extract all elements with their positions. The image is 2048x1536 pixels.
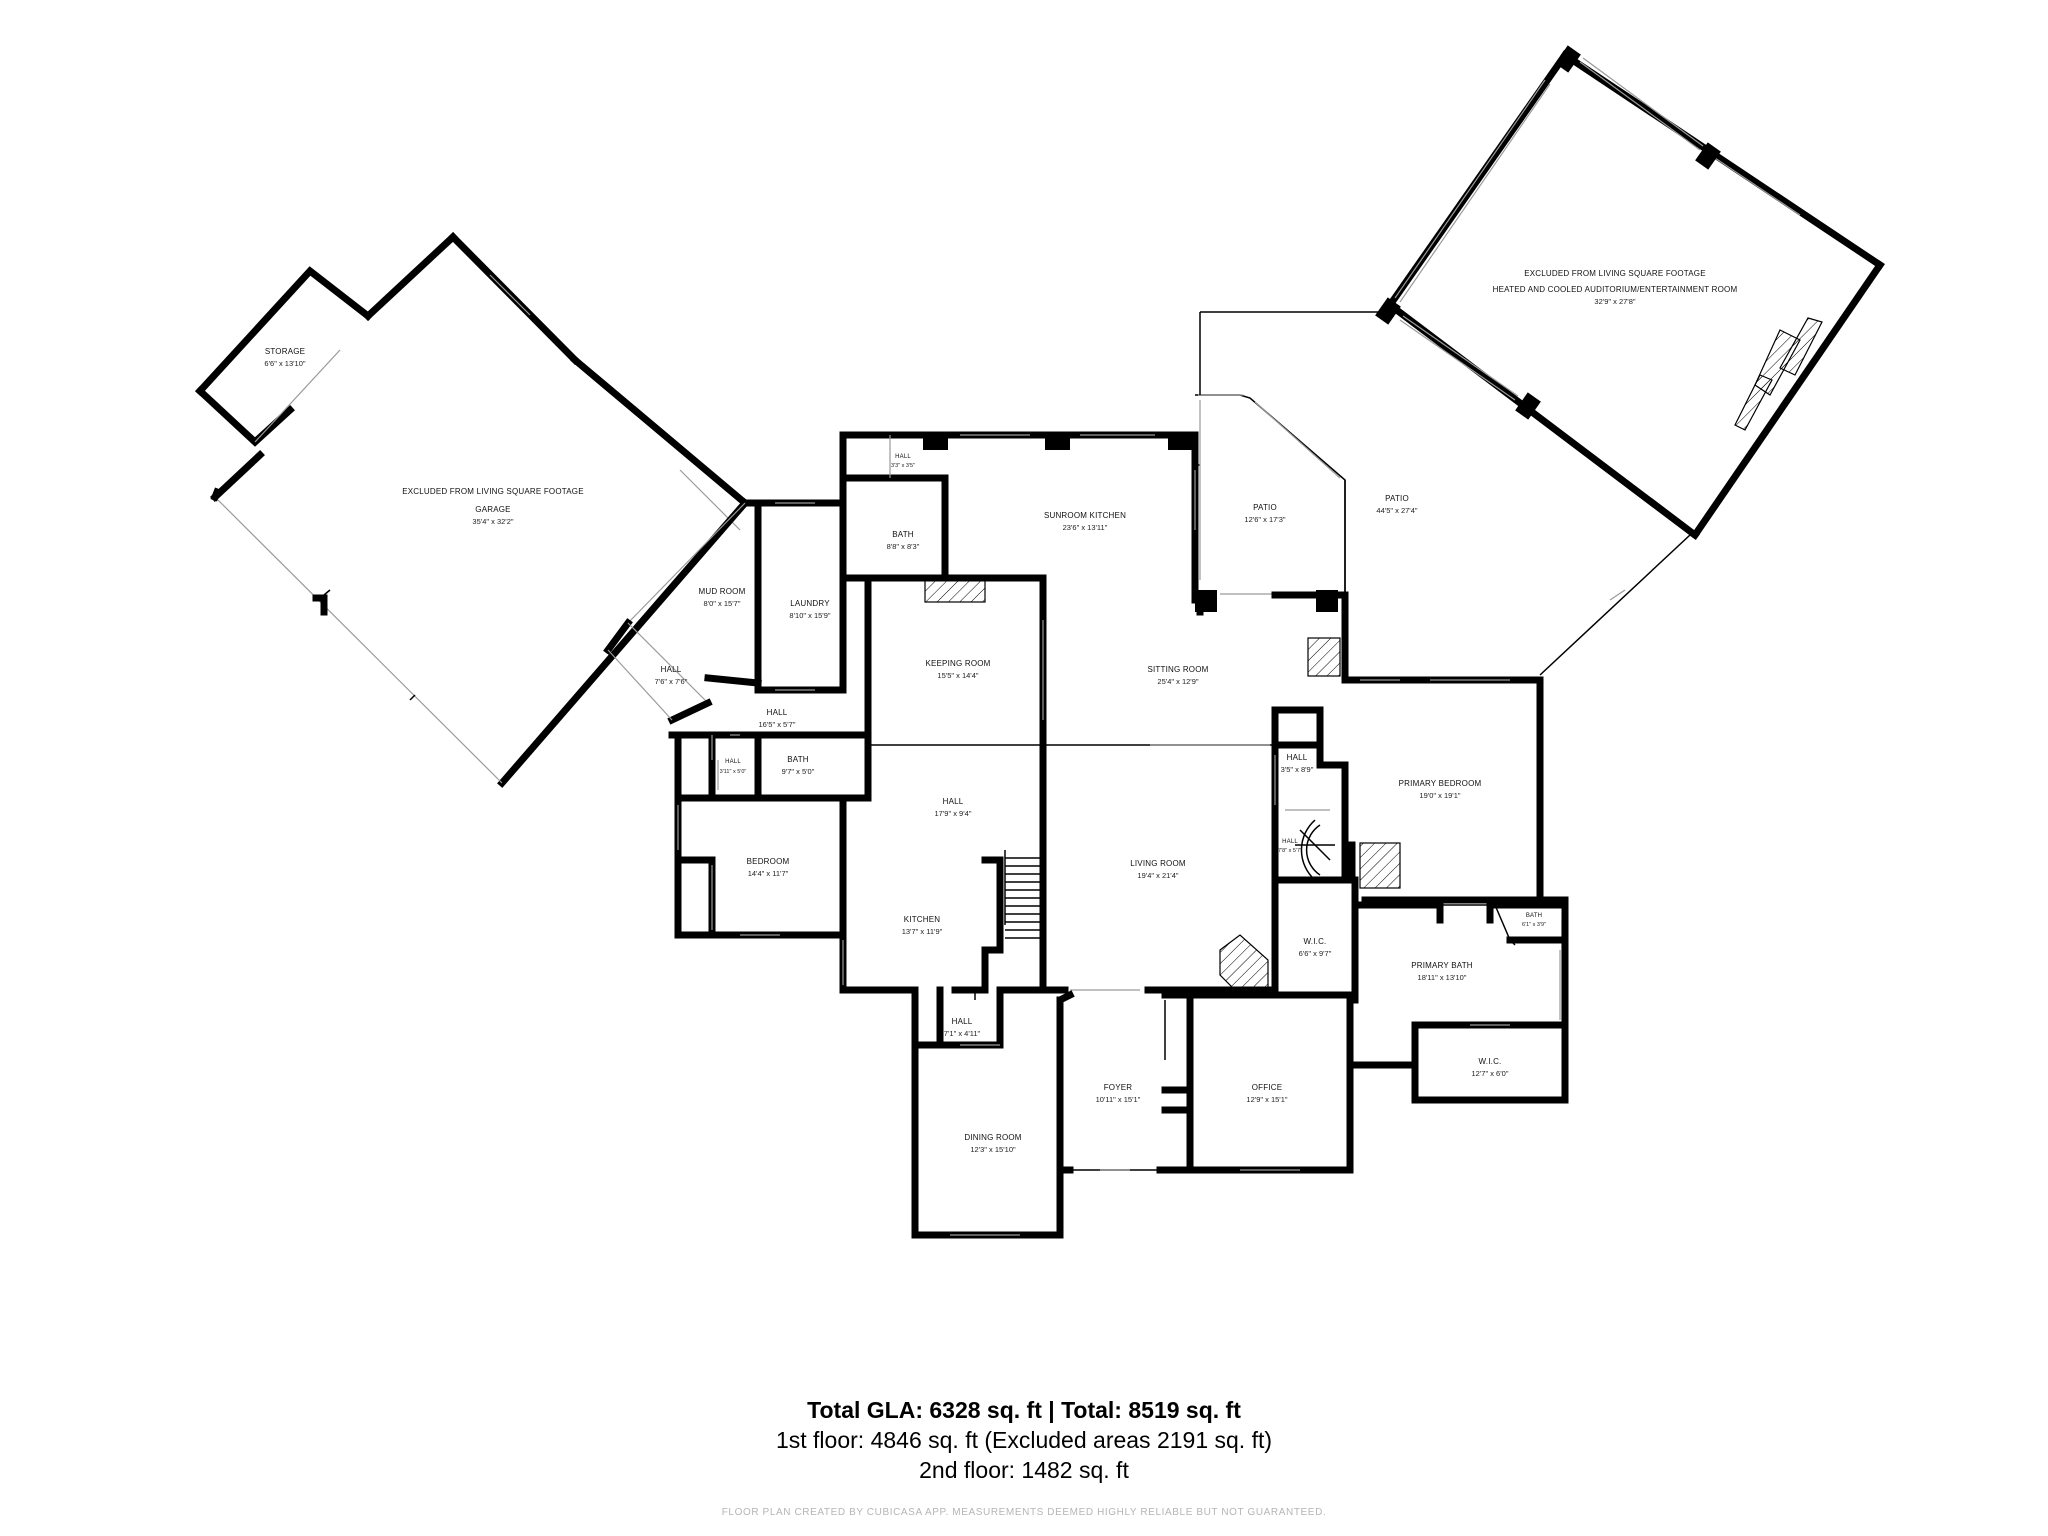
wic-1-walls [1219, 876, 1359, 999]
patio-small-dim: 12'6" x 17'3" [1244, 515, 1285, 524]
hall-small-dim: 3'11" x 5'0" [720, 769, 747, 775]
bath-small-dim: 6'1" x 3'9" [1522, 922, 1546, 928]
primary-bath-label: PRIMARY BATH [1411, 961, 1473, 970]
wic-1-dim: 6'6" x 9'7" [1299, 949, 1332, 958]
wic-1-label: W.I.C. [1304, 937, 1327, 946]
bath-top-dim: 8'8" x 8'3" [887, 542, 920, 551]
sunroom-kitchen-label: SUNROOM KITCHEN [1044, 511, 1126, 520]
bath-top-label: BATH [892, 530, 914, 539]
auditorium-note: EXCLUDED FROM LIVING SQUARE FOOTAGE [1524, 269, 1706, 278]
storage-dim: 6'6" x 13'10" [264, 359, 305, 368]
hall-top-dim: 3'3" x 3'5" [891, 463, 915, 469]
primary-bedroom-dim: 19'0" x 19'1" [1419, 791, 1460, 800]
bath-small-label: BATH [1526, 913, 1542, 919]
laundry-dim: 8'10" x 15'9" [789, 611, 830, 620]
primary-bedroom-label: PRIMARY BEDROOM [1399, 779, 1482, 788]
mud-room-walls [603, 499, 762, 725]
stairs [1004, 850, 1046, 939]
wic-2-label: W.I.C. [1479, 1057, 1502, 1066]
laundry-label: LAUNDRY [790, 599, 830, 608]
hall-right-label: HALL [1287, 753, 1308, 762]
area-summary: Total GLA: 6328 sq. ft | Total: 8519 sq.… [0, 1395, 2048, 1485]
patio-large-dim: 44'5" x 27'4" [1376, 506, 1417, 515]
auditorium-walls [1375, 45, 1885, 540]
small-patio [1195, 394, 1349, 682]
patio-large-label: PATIO [1385, 494, 1409, 503]
dining-room-label: DINING ROOM [964, 1133, 1021, 1142]
garage-note: EXCLUDED FROM LIVING SQUARE FOOTAGE [402, 487, 584, 496]
garage-label: GARAGE [475, 505, 510, 514]
hall-lower-label: HALL [952, 1017, 973, 1026]
hall-right-walls [1271, 706, 1349, 884]
sitting-room-label: SITTING ROOM [1147, 665, 1208, 674]
credit-note: FLOOR PLAN CREATED BY CUBICASA APP. MEAS… [721, 1507, 1327, 1518]
hall-stair-label: HALL [1282, 839, 1298, 845]
garage-dim: 35'4" x 32'2" [472, 517, 513, 526]
laundry-walls [754, 499, 847, 694]
dining-walls [911, 986, 1075, 1239]
bath-mid-label: BATH [787, 755, 809, 764]
mud-room-label: MUD ROOM [699, 587, 746, 596]
office-label: OFFICE [1252, 1083, 1283, 1092]
primary-bedroom-walls [1341, 674, 1569, 1104]
dining-room-dim: 12'3" x 15'10" [970, 1145, 1016, 1154]
hall-diag-label: HALL [661, 665, 682, 674]
auditorium-dim: 32'9" x 27'8" [1594, 297, 1635, 306]
foyer-dim: 10'11" x 15'1" [1096, 1095, 1141, 1104]
wic-2-dim: 12'7" x 6'0" [1472, 1069, 1509, 1078]
kitchen-label: KITCHEN [904, 915, 941, 924]
hall-mid-dim: 16'5" x 5'7" [759, 720, 796, 729]
hall-small-label: HALL [725, 759, 741, 765]
top-bath-walls [839, 431, 1199, 582]
foyer-label: FOYER [1104, 1083, 1133, 1092]
large-patio [1199, 311, 1691, 676]
living-room-label: LIVING ROOM [1130, 859, 1186, 868]
first-floor-area: 1st floor: 4846 sq. ft (Excluded areas 2… [775, 1427, 1273, 1453]
bedroom-walls [674, 794, 847, 939]
hall-center-label: HALL [943, 797, 964, 806]
living-room-dim: 19'4" x 21'4" [1137, 871, 1178, 880]
kitchen-dim: 13'7" x 11'9" [902, 927, 943, 936]
hall-mid-label: HALL [767, 708, 788, 717]
bedroom-label: BEDROOM [747, 857, 790, 866]
patio-small-label: PATIO [1253, 503, 1277, 512]
keeping-room-dim: 15'5" x 14'4" [937, 671, 978, 680]
hall-mid-walls [668, 731, 872, 802]
hall-right-dim: 3'5" x 8'9" [1281, 765, 1314, 774]
room-labels: EXCLUDED FROM LIVING SQUARE FOOTAGE GARA… [264, 269, 1737, 1154]
hall-top-label: HALL [895, 454, 911, 460]
office-walls [1186, 986, 1354, 1174]
garage-walls [210, 232, 750, 788]
auditorium-label: HEATED AND COOLED AUDITORIUM/ENTERTAINME… [1493, 285, 1738, 294]
bedroom-dim: 14'4" x 11'7" [748, 869, 789, 878]
primary-bath-walls [1346, 901, 1569, 1104]
hall-lower-dim: 7'1" x 4'11" [944, 1029, 981, 1038]
second-floor-area: 2nd floor: 1482 sq. ft [919, 1457, 1129, 1483]
hall-stair-dim: 7'8" x 5'7" [1278, 848, 1302, 854]
kitchen-walls [839, 741, 1047, 1004]
sitting-room-dim: 25'4" x 12'9" [1157, 677, 1198, 686]
storage-walls [195, 266, 373, 447]
keeping-room-label: KEEPING ROOM [925, 659, 990, 668]
hall-diag-dim: 7'6" x 7'6" [655, 677, 688, 686]
office-dim: 12'9" x 15'1" [1246, 1095, 1287, 1104]
sunroom-kitchen-dim: 23'6" x 13'11" [1063, 523, 1108, 532]
primary-bath-dim: 18'11" x 13'10" [1418, 973, 1467, 982]
storage-label: STORAGE [265, 347, 305, 356]
bath-mid-dim: 9'7" x 5'0" [782, 767, 815, 776]
hall-center-dim: 17'9" x 9'4" [935, 809, 972, 818]
mud-room-dim: 8'0" x 15'7" [704, 599, 741, 608]
total-gla: Total GLA: 6328 sq. ft | Total: 8519 sq.… [807, 1397, 1241, 1423]
